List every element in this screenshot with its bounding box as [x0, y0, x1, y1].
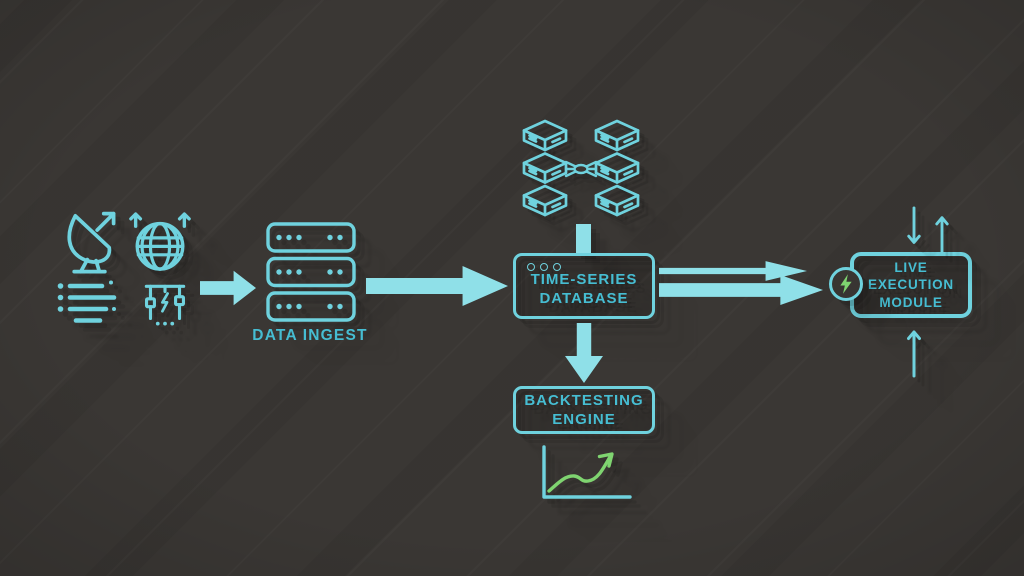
arrow-sources-to-ingest — [200, 270, 256, 306]
arrow-database-to-live-bottom — [659, 275, 823, 305]
backtesting-label-line2: ENGINE — [552, 411, 616, 428]
server-stack-icon — [266, 222, 356, 322]
window-dots — [527, 263, 561, 271]
arrow-database-to-backtesting — [565, 323, 603, 383]
globe-uplink-icon — [124, 204, 196, 276]
growth-chart-icon — [536, 442, 638, 506]
arrow-into-live-bottom — [906, 324, 922, 378]
live-label-line1: LIVE — [894, 259, 928, 275]
database-label-line1: TIME-SERIES — [530, 270, 638, 288]
live-label-line2: EXECUTION — [868, 277, 954, 293]
data-feed-list-icon — [56, 278, 136, 334]
database-label-line2: DATABASE — [539, 290, 629, 307]
signal-circuit-icon — [137, 277, 193, 333]
connector-cluster-to-database — [576, 224, 591, 254]
satellite-dish-icon — [60, 206, 130, 276]
backtesting-node: BACKTESTING ENGINE — [513, 386, 655, 434]
backtesting-label-line1: BACKTESTING — [524, 391, 644, 409]
data-ingest-label: DATA INGEST — [252, 327, 368, 344]
arrow-out-of-live-top — [934, 212, 950, 254]
lightning-bolt-icon — [829, 267, 863, 301]
arrow-into-live-top — [906, 206, 922, 252]
database-cluster-icon — [520, 119, 642, 220]
arrow-ingest-to-database — [366, 266, 508, 306]
live-execution-node: LIVE EXECUTION MODULE — [850, 252, 972, 318]
live-label-line3: MODULE — [879, 294, 943, 310]
database-node: TIME-SERIES DATABASE — [513, 253, 655, 319]
